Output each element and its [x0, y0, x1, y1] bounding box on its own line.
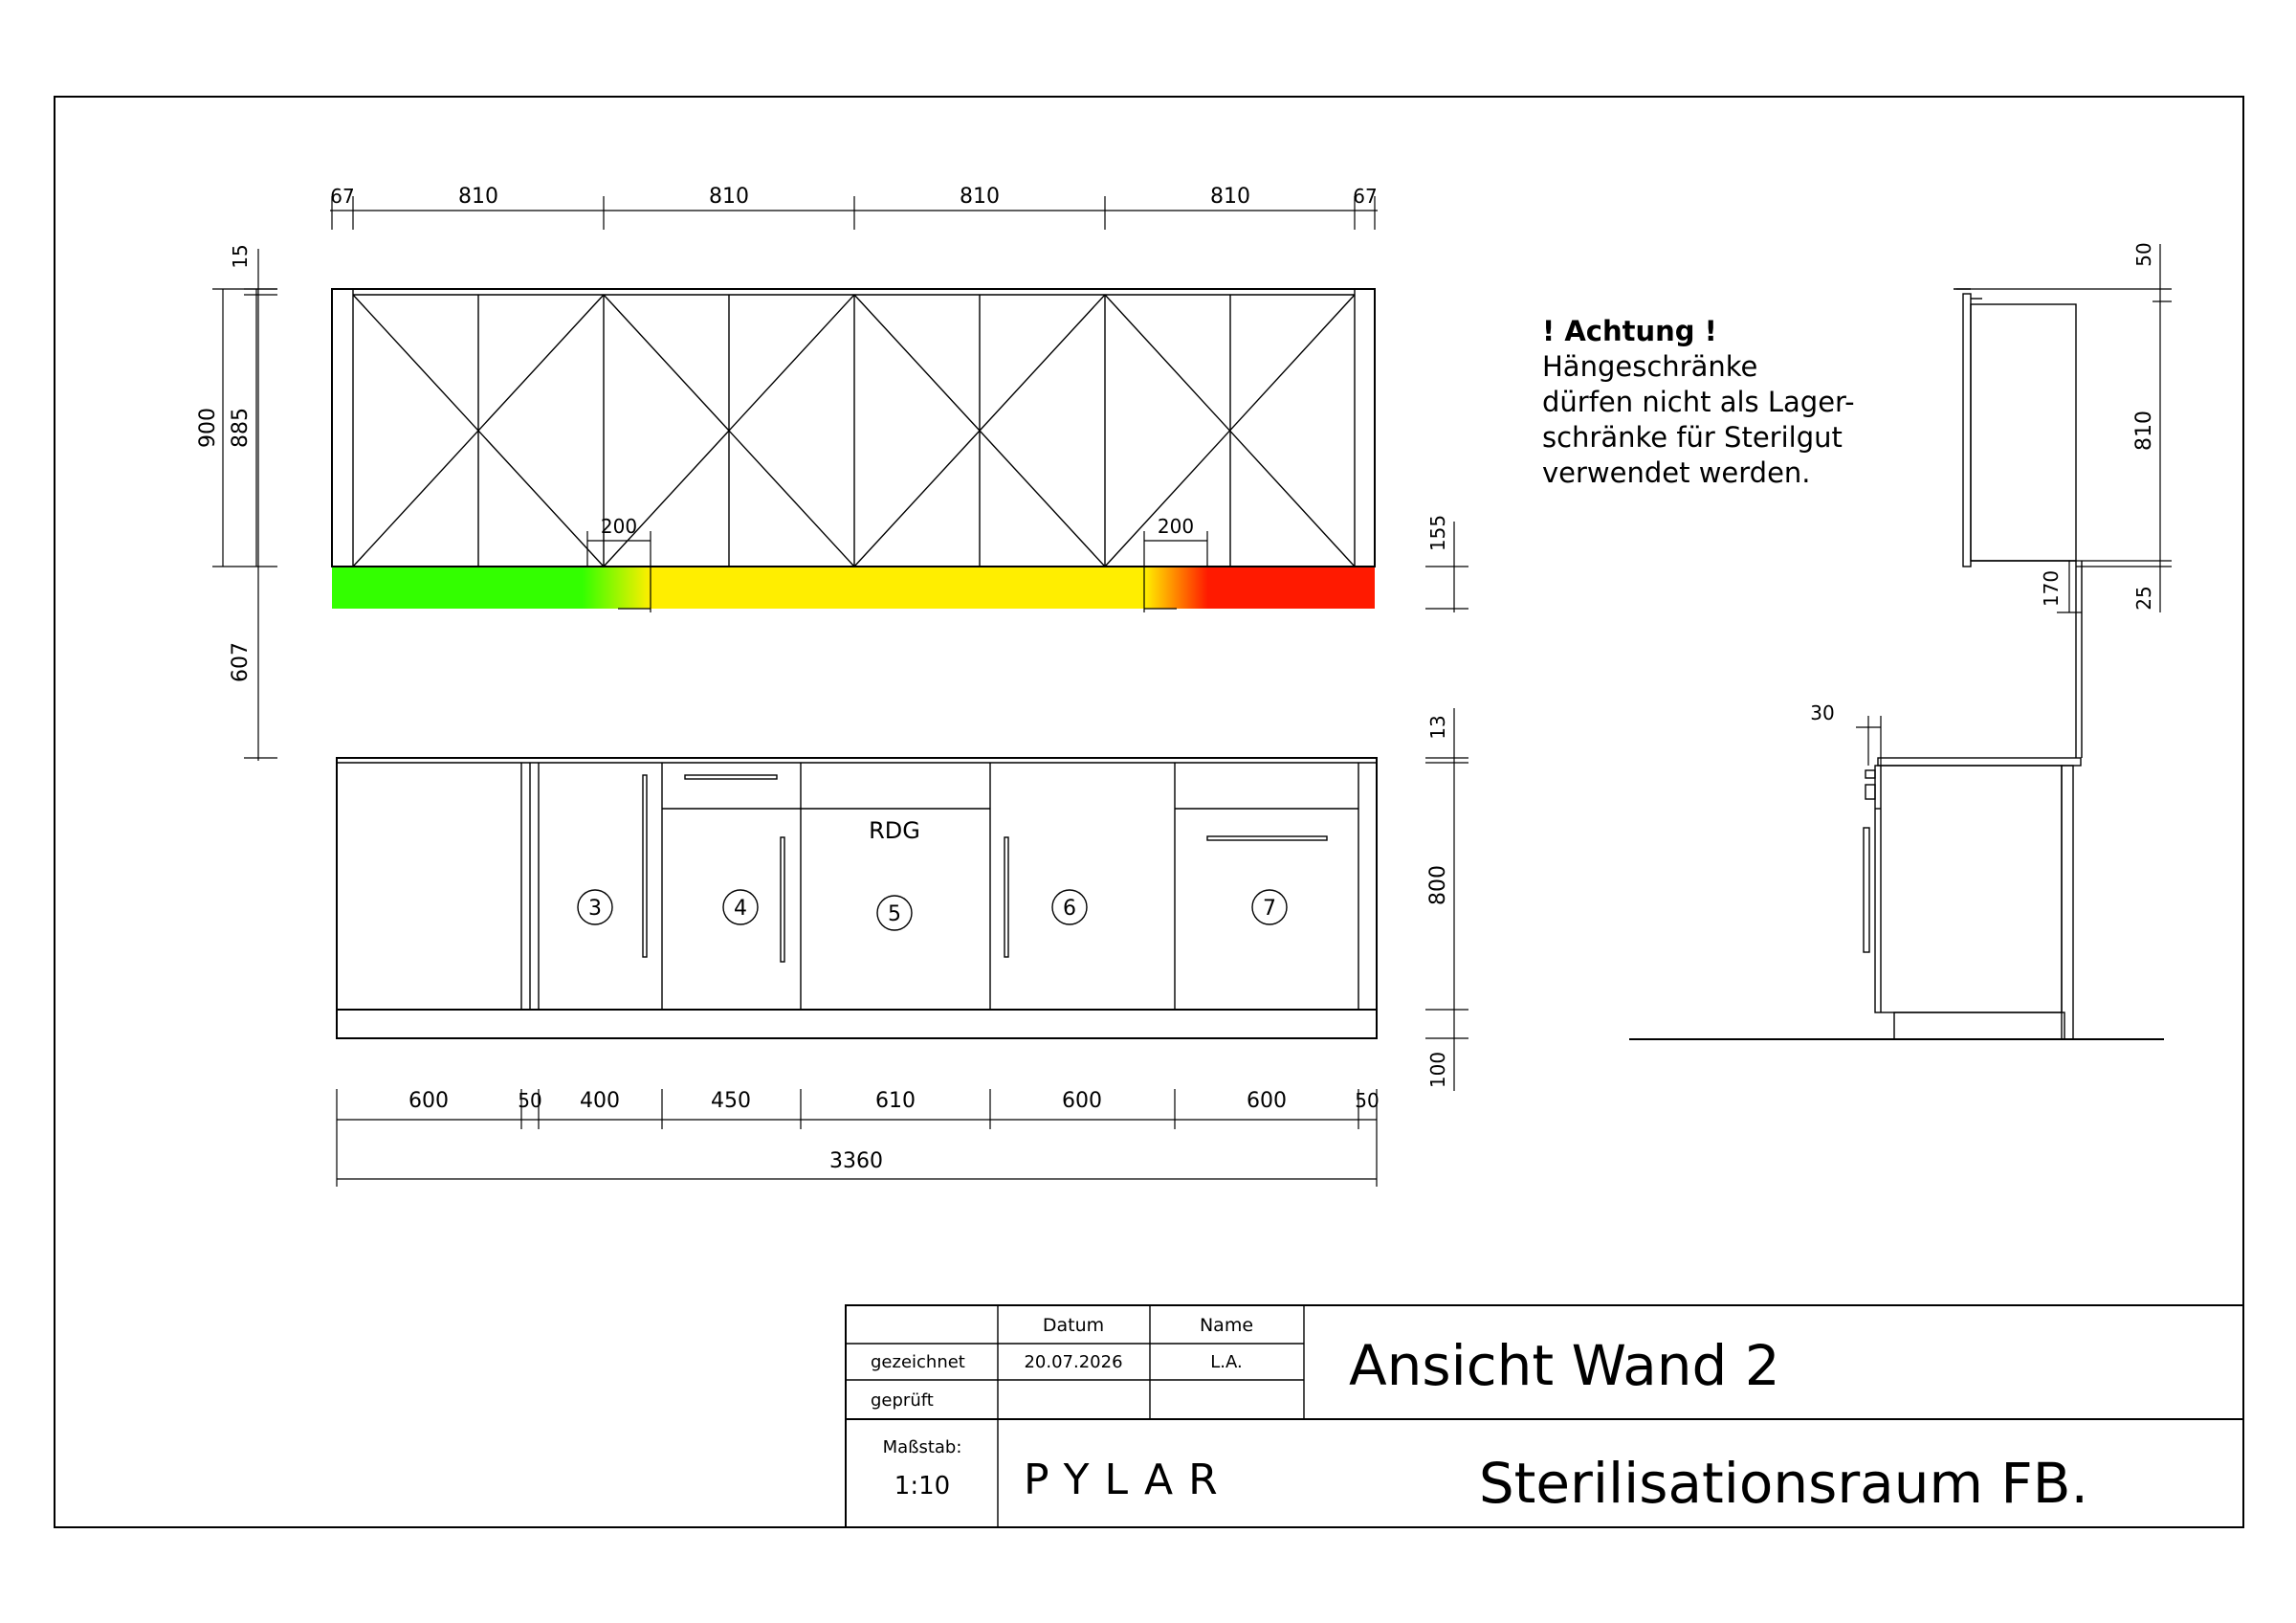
- cabinet-marker-4: [722, 889, 759, 925]
- cabinet-marker-7: [1251, 889, 1288, 925]
- cabinet-marker-3: [577, 889, 613, 925]
- cabinet-label-3: 3: [588, 897, 602, 921]
- dim-bottom-50-a: 50: [518, 1089, 541, 1112]
- dim-band-200-right: 200: [1158, 515, 1194, 538]
- scale-label: Maßstab:: [883, 1437, 962, 1457]
- handle-3: [642, 774, 648, 958]
- side-view: 50 810 25 170 30: [1629, 242, 2172, 1040]
- dim-left-15: 15: [229, 244, 252, 268]
- dim-top-810-4: 810: [1210, 185, 1250, 209]
- dim-bottom-600-a: 600: [408, 1089, 449, 1113]
- dim-left-607: 607: [229, 642, 253, 682]
- col-datum: Datum: [1043, 1315, 1104, 1336]
- handle-4: [780, 836, 785, 963]
- dim-bottom-400: 400: [580, 1089, 620, 1113]
- note-line-1: Hängeschränke: [1542, 350, 1757, 383]
- row-gezeichnet: gezeichnet: [871, 1352, 965, 1372]
- left-dimension-chain: 15 900 885 607: [196, 244, 277, 761]
- wall-cabinet-frame: [331, 288, 1376, 567]
- dim-bottom-450: 450: [711, 1089, 751, 1113]
- dim-top-67-left: 67: [330, 185, 354, 208]
- cabinet-label-7: 7: [1263, 897, 1276, 921]
- wall-cabinet-x-markings: [352, 294, 1356, 567]
- dim-top-810-1: 810: [458, 185, 498, 209]
- right-dimension-chain: 155 13 800 100: [1425, 515, 1468, 1091]
- note-line-4: verwendet werden.: [1542, 456, 1811, 489]
- dim-bottom-600-c: 600: [1247, 1089, 1287, 1113]
- band-dimensions: 200 200: [586, 515, 1208, 612]
- cabinet-label-4: 4: [734, 897, 747, 921]
- dim-right-13: 13: [1426, 715, 1449, 739]
- cabinet-marker-6: [1051, 889, 1088, 925]
- note-line-3: schränke für Sterilgut: [1542, 421, 1843, 454]
- top-dimension-chain: 67 810 810 810 810 67: [330, 185, 1378, 230]
- dim-top-810-3: 810: [960, 185, 1000, 209]
- dim-side-25: 25: [2132, 586, 2155, 610]
- bottom-dimension-chain: 600 50 400 450 610 600 600 50 3360: [336, 1089, 1380, 1187]
- dim-left-900: 900: [196, 408, 220, 448]
- scale-value: 1:10: [894, 1472, 950, 1501]
- dim-bottom-610: 610: [875, 1089, 916, 1113]
- dim-top-810-2: 810: [709, 185, 749, 209]
- drawn-by: L.A.: [1210, 1352, 1242, 1372]
- wall-cabinets: [331, 288, 1376, 567]
- cabinet-label-5: 5: [888, 902, 901, 926]
- note-heading: ! Achtung !: [1542, 315, 1717, 347]
- dim-bottom-total: 3360: [829, 1149, 883, 1173]
- dim-bottom-600-b: 600: [1062, 1089, 1102, 1113]
- drawing-title: Ansicht Wand 2: [1349, 1333, 1780, 1398]
- note-line-2: dürfen nicht als Lager-: [1542, 386, 1855, 418]
- handle-drawer-4: [684, 774, 778, 780]
- col-name: Name: [1200, 1315, 1253, 1336]
- drawn-date: 20.07.2026: [1024, 1352, 1122, 1372]
- warning-note: ! Achtung ! Hängeschränke dürfen nicht a…: [1542, 315, 1855, 489]
- company-logo: PYLAR: [1024, 1456, 1233, 1504]
- dim-band-200-left: 200: [601, 515, 637, 538]
- dim-right-800: 800: [1426, 865, 1450, 905]
- zone-color-band: [332, 567, 1375, 609]
- handle-7: [1206, 835, 1328, 841]
- drawing-subtitle: Sterilisationsraum FB.: [1479, 1451, 2088, 1516]
- rdg-label: RDG: [869, 817, 920, 844]
- dim-right-100: 100: [1426, 1052, 1449, 1088]
- dim-right-155: 155: [1426, 515, 1449, 551]
- handle-6: [1004, 836, 1009, 958]
- sheet-border: [54, 96, 2244, 1528]
- row-geprueft: geprüft: [871, 1390, 934, 1411]
- title-block: Datum Name gezeichnet geprüft 20.07.2026…: [845, 1304, 2244, 1528]
- cabinet-label-6: 6: [1063, 897, 1076, 921]
- dim-side-170: 170: [2040, 570, 2063, 607]
- dim-left-885: 885: [229, 408, 253, 448]
- cabinet-marker-5: [876, 895, 913, 931]
- dim-side-30: 30: [1810, 701, 1834, 724]
- base-cabinets: 3 4 5 RDG 6 7: [336, 757, 1378, 1039]
- dim-bottom-50-b: 50: [1355, 1089, 1379, 1112]
- dim-side-50: 50: [2132, 242, 2155, 266]
- dim-top-67-right: 67: [1353, 185, 1377, 208]
- dim-side-810: 810: [2132, 411, 2156, 451]
- base-cabinet-outline: [336, 757, 1378, 1039]
